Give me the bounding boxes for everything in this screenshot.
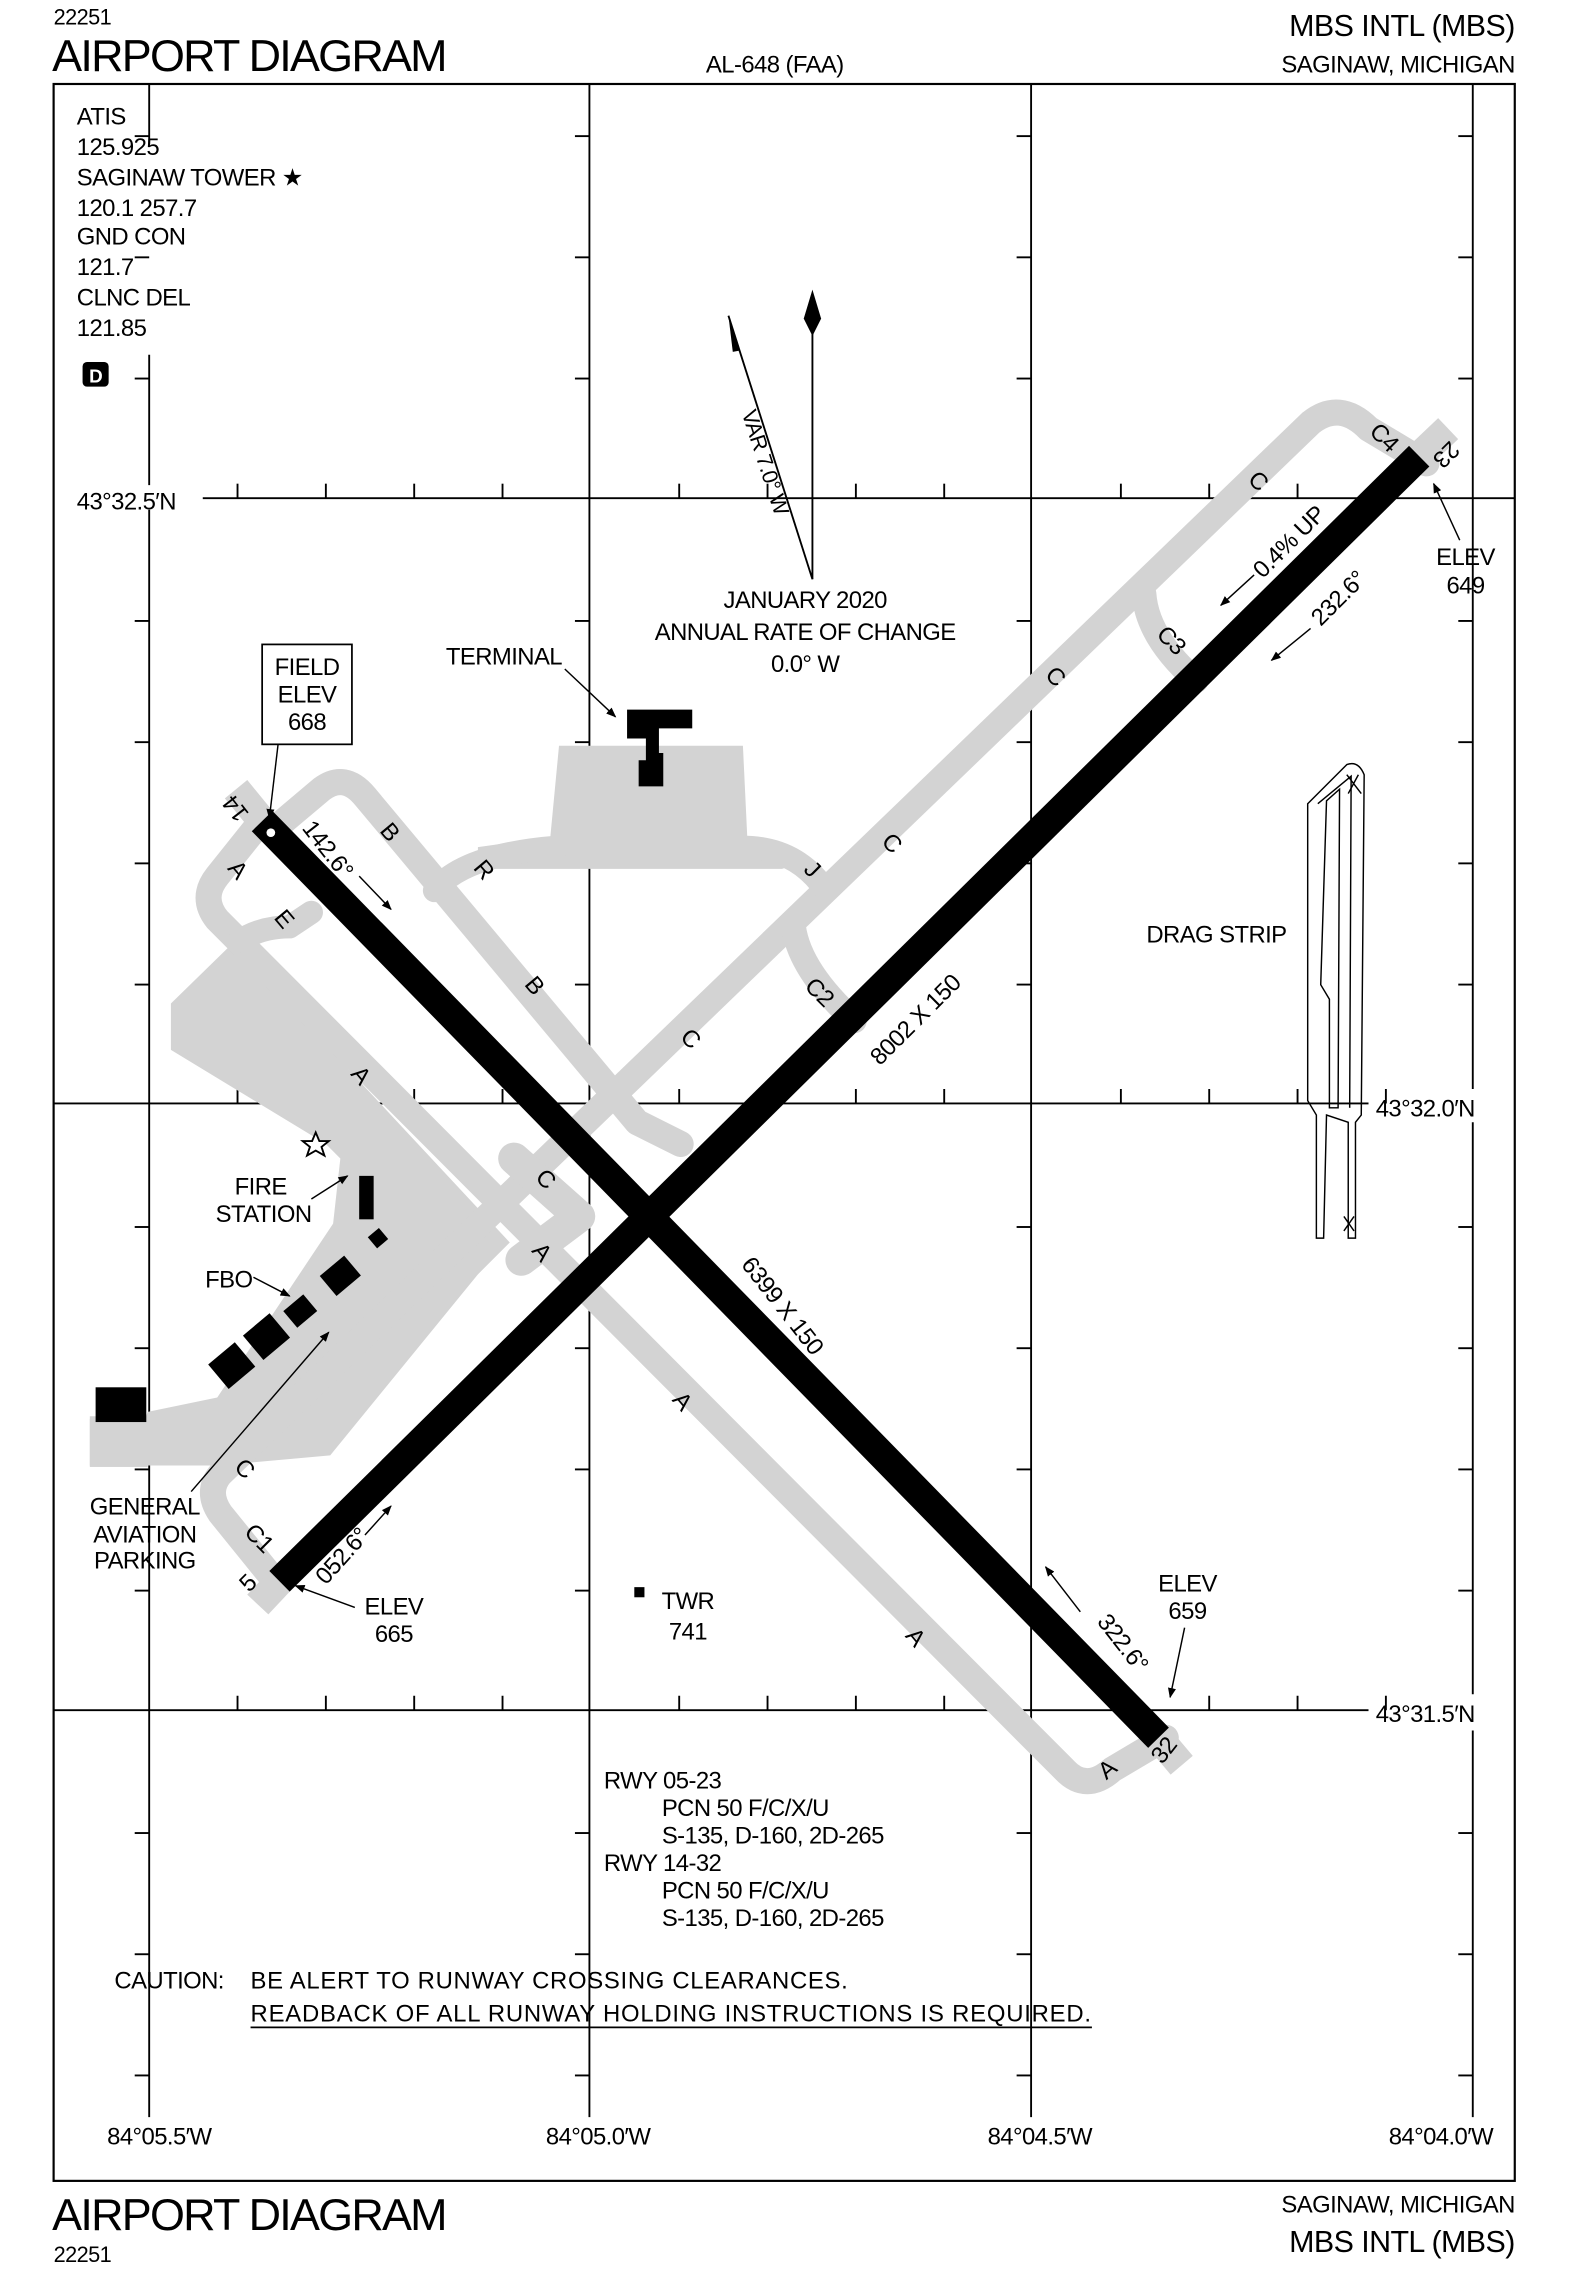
fbo-building [242,1313,291,1360]
ga-apron [89,1416,148,1467]
longitude-label: 84°05.5′W [107,2124,212,2151]
runways [224,418,1459,1775]
latitude-label: 43°31.5′N [1376,1701,1475,1728]
latitude-label: 43°32.5′N [77,489,176,516]
field-elev-label: FIELD [275,654,340,681]
fbo-building [319,1255,361,1297]
control-tower [634,1587,645,1598]
fbo-building [283,1294,318,1328]
annual-rate-label: ANNUAL RATE OF CHANGE [655,619,956,646]
longitude-label: 84°04.0′W [1389,2124,1494,2151]
field-elev-label: ELEV [278,681,337,708]
diagram-frame [52,82,1516,2182]
ga-building [95,1387,147,1423]
elev-32-label: ELEV [1158,1570,1217,1597]
fbo-building [208,1342,256,1389]
grid-ticks [134,135,1473,2077]
latitude-label: 43°32.0′N [1376,1096,1475,1123]
taxiway-b [262,769,694,1158]
datalink-badge-label: D [89,365,102,386]
taxiway-c [199,399,1440,1595]
true-north-icon [803,289,822,336]
atis-label: ATIS [77,104,126,131]
elev-32-value: 659 [1168,1598,1206,1625]
longitude-label: 84°05.0′W [546,2124,651,2151]
caution-prefix: CAUTION: [114,1967,223,1994]
west-apron [89,944,510,1466]
clearance-frequency: 121.85 [77,315,147,342]
taxiways [195,399,1440,1795]
footer-location: SAGINAW, MICHIGAN [1281,2192,1514,2219]
terminal-label: TERMINAL [446,644,562,671]
fire-station-building [359,1175,374,1220]
ground-label: GND CON [77,224,186,251]
runway-14-32 [251,810,1169,1748]
annual-rate-value: 0.0° W [771,651,840,678]
variation-date: JANUARY 2020 [724,587,888,614]
caution-line-1: BE ALERT TO RUNWAY CROSSING CLEARANCES. [251,1967,848,1994]
airport-name: MBS INTL (MBS) [1289,9,1515,43]
pavement [89,745,804,1467]
fire-station-label: STATION [216,1201,312,1228]
pavement-rwy-14-32: RWY 14-32 [604,1850,722,1877]
footer-chart-number: 22251 [54,2242,112,2267]
north-arrow: VAR 7.0° W [727,289,822,580]
fire-station-icon [300,1129,332,1158]
latlon-grid [53,83,1515,2118]
taxiway-r [422,835,570,903]
datalink-badge [82,362,109,387]
airport-location: SAGINAW, MICHIGAN [1281,51,1514,78]
tower-label: TWR [662,1588,715,1615]
ga-parking-label: PARKING [94,1547,196,1574]
taxiway-intersection [498,1142,596,1276]
pavement-strength: S-135, D-160, 2D-265 [662,1905,884,1932]
pavement-strength: S-135, D-160, 2D-265 [662,1822,884,1849]
procedure-id: AL-648 (FAA) [706,51,844,78]
drag-strip-label: DRAG STRIP [1146,922,1286,949]
tower-frequency: 120.1 257.7 [77,195,197,222]
ga-parking-label: GENERAL [90,1494,200,1521]
blast-pad-14 [224,780,274,831]
clearance-label: CLNC DEL [77,285,191,312]
pavement-rwy-05-23: RWY 05-23 [604,1767,722,1794]
fbo-building [367,1227,389,1249]
pavement-pcn: PCN 50 F/C/X/U [662,1795,829,1822]
blast-pad-32 [1147,1728,1193,1775]
taxiway-a [195,812,1179,1795]
magnetic-north-icon [728,315,741,352]
elev-5-value: 665 [375,1621,413,1648]
blast-pad-23 [1409,418,1459,467]
ga-parking-label: AVIATION [93,1521,196,1548]
magnetic-variation: VAR 7.0° W [737,407,795,519]
elev-5-label: ELEV [365,1594,424,1621]
chart-number: 22251 [54,5,112,30]
comm-frequencies: ATIS 125.925 SAGINAW TOWER ★ 120.1 257.7… [77,104,303,387]
ground-frequency: 121.7 [77,254,134,281]
longitude-label: 84°04.5′W [988,2124,1093,2151]
blast-pad-5 [247,1571,291,1615]
pavement-pcn: PCN 50 F/C/X/U [662,1877,829,1904]
field-elev-value: 668 [288,709,326,736]
footer-title: AIRPORT DIAGRAM [52,2189,446,2240]
tower-label: SAGINAW TOWER ★ [77,164,303,191]
runway-05-23 [269,445,1430,1592]
taxiway-j [729,835,835,898]
fire-station-label: FIRE [235,1174,287,1201]
taxiway-e [227,900,323,953]
atis-frequency: 125.925 [77,134,160,161]
elev-23-value: 649 [1446,573,1484,600]
chart-title: AIRPORT DIAGRAM [52,30,446,81]
caution-line-2: READBACK OF ALL RUNWAY HOLDING INSTRUCTI… [251,2001,1091,2028]
terminal-building [627,709,693,787]
tower-elevation: 741 [669,1618,707,1645]
drag-strip [1306,762,1365,1239]
threshold-marker [266,828,276,838]
elev-23-label: ELEV [1436,544,1495,571]
buildings [95,709,693,1598]
fbo-label: FBO [205,1266,252,1293]
footer-airport: MBS INTL (MBS) [1289,2225,1515,2259]
field-elevation-box [261,643,353,746]
